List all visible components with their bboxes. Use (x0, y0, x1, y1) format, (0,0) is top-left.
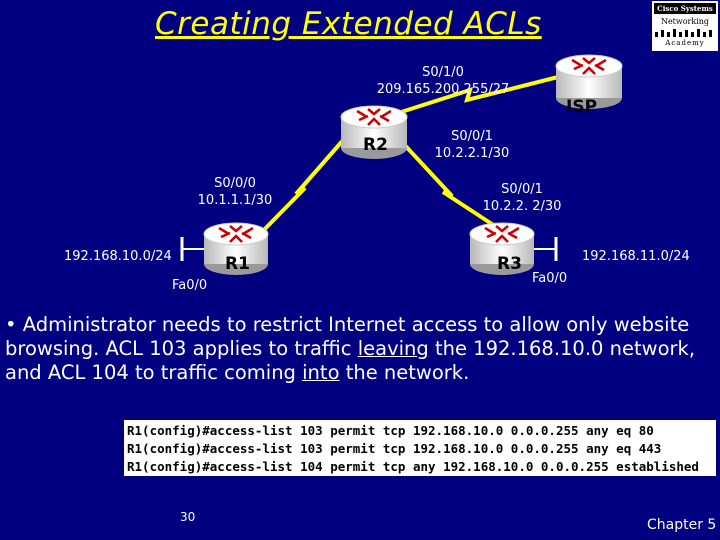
logo-line3: Academy (665, 39, 705, 47)
isp-r2-ip: 209.165.200.255/27 (376, 82, 510, 97)
isp-r2-if: S0/1/0 (422, 65, 464, 80)
page-number: 30 (180, 510, 196, 524)
router-r1-icon (203, 222, 269, 275)
router-label-isp: ISP (566, 97, 598, 117)
config-command-line: R1(config)#access-list 103 permit tcp 19… (127, 441, 662, 456)
bullet-prefix: • Administrator needs to restrict Intern… (5, 313, 690, 360)
r2-r3-interface-label: S0/0/1 10.2.2.1/30 (430, 128, 514, 162)
link-r2-r3 (398, 138, 500, 230)
router-r2-icon (340, 105, 408, 159)
r2-r3-ip: 10.2.2.1/30 (434, 146, 510, 161)
r3-r2-interface-label: S0/0/1 10.2.2. 2/30 (476, 181, 568, 215)
link-r1-r2 (256, 136, 347, 238)
r2-r3-if: S0/0/1 (451, 129, 493, 144)
r1-lan-interface: Fa0/0 (172, 278, 208, 293)
r1-r2-ip: 10.1.1.1/30 (197, 193, 273, 208)
network-topology (180, 54, 623, 275)
router-r3-icon (469, 222, 535, 275)
r1-lan-network: 192.168.10.0/24 (64, 249, 172, 264)
r1-r2-interface-label: S0/0/0 10.1.1.1/30 (195, 175, 275, 209)
bullet-em-leaving: leaving (357, 337, 429, 360)
bullet-text: • Administrator needs to restrict Intern… (5, 313, 705, 385)
cisco-academy-logo: Cisco Systems Networking Academy (652, 1, 718, 51)
chapter-footer: Chapter 5 (647, 517, 717, 533)
logo-line1: Cisco Systems (654, 3, 716, 14)
bullet-middle: the 192.168.10.0 network, and ACL 104 to… (5, 337, 696, 384)
r3-r2-if: S0/0/1 (501, 182, 543, 197)
router-label-r3: R3 (497, 254, 522, 274)
slide-title: Creating Extended ACLs (155, 6, 542, 42)
r3-lan-interface: Fa0/0 (532, 271, 568, 286)
link-r2-isp (394, 75, 559, 116)
config-command-line: R1(config)#access-list 103 permit tcp 19… (127, 423, 654, 438)
router-label-r2: R2 (363, 135, 388, 155)
bullet-em-into: into (302, 361, 340, 384)
config-commands-box: R1(config)#access-list 103 permit tcp 19… (124, 420, 716, 476)
logo-bars-icon (655, 29, 712, 37)
r3-lan-network: 192.168.11.0/24 (582, 249, 690, 264)
config-command-line: R1(config)#access-list 104 permit tcp an… (127, 459, 699, 474)
bullet-suffix: the network. (339, 361, 470, 384)
logo-line2: Networking (660, 17, 710, 26)
isp-r2-interface-label: S0/1/0 209.165.200.255/27 (372, 64, 514, 98)
r1-r2-if: S0/0/0 (214, 176, 256, 191)
router-label-r1: R1 (225, 254, 250, 274)
router-isp-icon (555, 54, 623, 109)
r3-r2-ip: 10.2.2. 2/30 (482, 199, 562, 214)
